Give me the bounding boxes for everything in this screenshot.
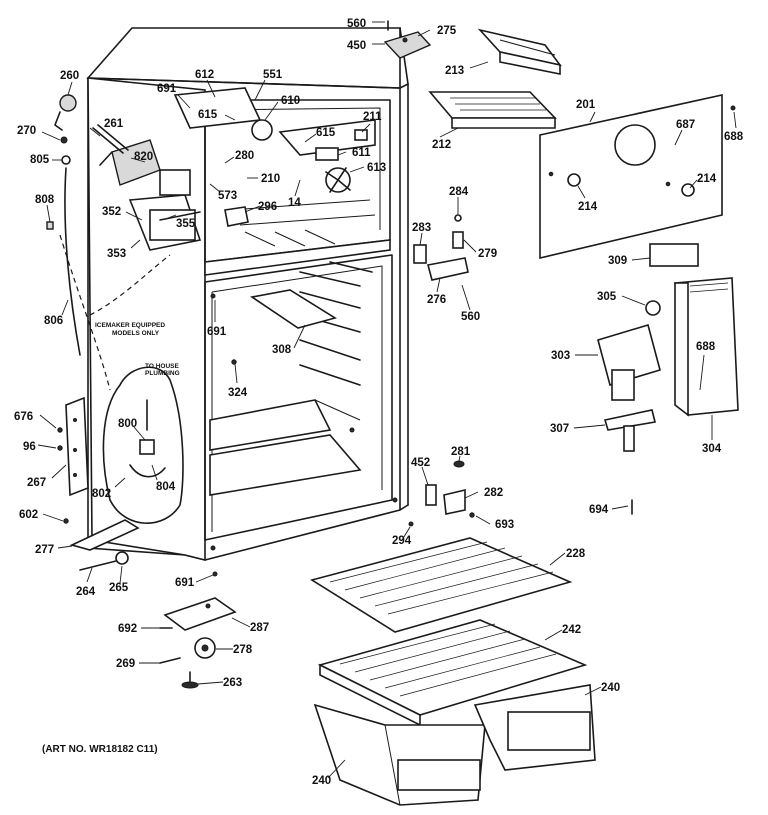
label-615b: 615 bbox=[316, 127, 336, 139]
label-228: 228 bbox=[566, 548, 586, 560]
label-294: 294 bbox=[392, 535, 412, 547]
icemaker-note-line1: ICEMAKER EQUIPPED bbox=[95, 322, 165, 329]
label-551: 551 bbox=[263, 69, 283, 81]
icemaker-assembly bbox=[92, 124, 202, 251]
label-693: 693 bbox=[495, 519, 514, 531]
label-211: 211 bbox=[363, 111, 382, 123]
label-296: 296 bbox=[258, 201, 277, 213]
label-602: 602 bbox=[19, 509, 38, 521]
label-355: 355 bbox=[176, 218, 196, 230]
label-573: 573 bbox=[218, 190, 237, 202]
art-number: (ART NO. WR18182 C11) bbox=[42, 744, 158, 755]
label-309: 309 bbox=[608, 255, 627, 267]
crisper-drawer-right bbox=[473, 684, 596, 771]
label-201: 201 bbox=[576, 99, 596, 111]
label-691c: 691 bbox=[175, 577, 195, 589]
label-613: 613 bbox=[367, 162, 386, 174]
label-307: 307 bbox=[550, 423, 569, 435]
rear-access-panel bbox=[539, 94, 723, 267]
plumbing-note-line2: PLUMBING bbox=[145, 370, 180, 377]
label-687: 687 bbox=[676, 119, 695, 131]
label-242: 242 bbox=[562, 624, 581, 636]
label-692: 692 bbox=[118, 623, 137, 635]
top-hinge bbox=[383, 31, 432, 59]
label-560: 560 bbox=[347, 18, 366, 30]
leader-lines bbox=[37, 21, 737, 779]
control-knob bbox=[645, 300, 661, 316]
label-14: 14 bbox=[288, 197, 301, 209]
label-287: 287 bbox=[250, 622, 269, 634]
ice-bin-bracket bbox=[428, 91, 557, 129]
label-676: 676 bbox=[14, 411, 33, 423]
control-bracket-303 bbox=[597, 323, 661, 401]
label-240b: 240 bbox=[312, 775, 331, 787]
notes: ICEMAKER EQUIPPED MODELS ONLY TO HOUSE P… bbox=[42, 322, 180, 755]
label-805: 805 bbox=[30, 154, 50, 166]
icemaker-callout bbox=[59, 234, 184, 524]
label-560b: 560 bbox=[461, 311, 480, 323]
label-214a: 214 bbox=[578, 201, 598, 213]
label-352: 352 bbox=[102, 206, 121, 218]
label-278: 278 bbox=[233, 644, 253, 656]
label-804: 804 bbox=[156, 481, 176, 493]
label-694: 694 bbox=[589, 504, 609, 516]
label-282: 282 bbox=[484, 487, 503, 499]
label-806: 806 bbox=[44, 315, 63, 327]
label-260: 260 bbox=[60, 70, 79, 82]
label-270: 270 bbox=[17, 125, 36, 137]
label-276: 276 bbox=[427, 294, 446, 306]
crisper-drawer-left bbox=[313, 703, 486, 806]
control-307 bbox=[603, 409, 656, 452]
label-281: 281 bbox=[451, 446, 471, 458]
label-800: 800 bbox=[118, 418, 137, 430]
label-280: 280 bbox=[235, 150, 254, 162]
icemaker-note-line2: MODELS ONLY bbox=[112, 330, 160, 337]
label-303: 303 bbox=[551, 350, 570, 362]
label-615: 615 bbox=[198, 109, 218, 121]
label-324: 324 bbox=[228, 387, 248, 399]
label-264: 264 bbox=[76, 586, 96, 598]
label-450: 450 bbox=[347, 40, 366, 52]
label-283: 283 bbox=[412, 222, 431, 234]
label-284: 284 bbox=[449, 186, 469, 198]
label-808: 808 bbox=[35, 194, 55, 206]
label-308: 308 bbox=[272, 344, 292, 356]
part-labels: 560 275 450 213 260 612 551 691 610 615 … bbox=[14, 18, 744, 787]
label-263: 263 bbox=[223, 677, 242, 689]
label-820: 820 bbox=[134, 151, 153, 163]
label-691b: 691 bbox=[207, 326, 227, 338]
label-610: 610 bbox=[281, 95, 300, 107]
label-688: 688 bbox=[724, 131, 744, 143]
label-212: 212 bbox=[432, 139, 451, 151]
label-269: 269 bbox=[116, 658, 135, 670]
ice-tray bbox=[477, 28, 562, 75]
label-353: 353 bbox=[107, 248, 126, 260]
label-275: 275 bbox=[437, 25, 457, 37]
label-802: 802 bbox=[92, 488, 111, 500]
label-688b: 688 bbox=[696, 341, 716, 353]
label-240a: 240 bbox=[601, 682, 620, 694]
label-452: 452 bbox=[411, 457, 430, 469]
label-96: 96 bbox=[23, 441, 36, 453]
label-214b: 214 bbox=[697, 173, 717, 185]
label-612: 612 bbox=[195, 69, 214, 81]
plumbing-note-line1: TO HOUSE bbox=[145, 363, 179, 370]
label-304: 304 bbox=[702, 443, 722, 455]
control-housing bbox=[674, 277, 739, 417]
small-parts bbox=[46, 20, 736, 689]
label-691: 691 bbox=[157, 83, 177, 95]
evaporator-fan-assembly bbox=[173, 87, 376, 227]
label-267: 267 bbox=[27, 477, 46, 489]
label-279: 279 bbox=[478, 248, 497, 260]
label-213: 213 bbox=[445, 65, 464, 77]
label-305: 305 bbox=[597, 291, 617, 303]
label-265: 265 bbox=[109, 582, 129, 594]
label-261: 261 bbox=[104, 118, 124, 130]
label-210: 210 bbox=[261, 173, 280, 185]
crisper-cover bbox=[317, 619, 588, 727]
wire-shelf bbox=[310, 537, 573, 633]
label-277: 277 bbox=[35, 544, 54, 556]
label-611: 611 bbox=[352, 147, 371, 159]
